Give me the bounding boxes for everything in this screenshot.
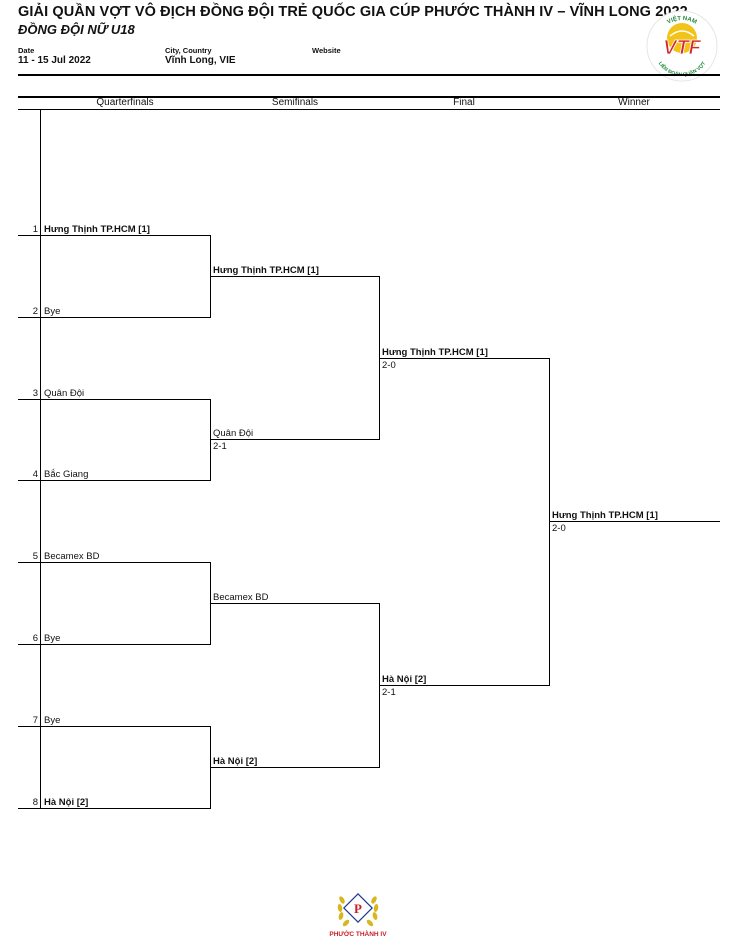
round-quarterfinals: Quarterfinals	[96, 97, 154, 108]
final-line-1	[379, 358, 549, 359]
location-value: Vĩnh Long, VIE	[165, 55, 236, 66]
round-winner: Winner	[618, 97, 650, 108]
qf-seed-8: 8	[32, 797, 38, 808]
round-header-top-rule	[18, 96, 720, 98]
logo-arc-text: VIỆT NAM	[666, 15, 697, 26]
qf-line-4	[18, 480, 210, 481]
draw-left-border	[40, 110, 41, 809]
qf-seed-3: 3	[32, 388, 38, 399]
final-score-2: 2-1	[382, 687, 396, 698]
sf-team-1: Hưng Thịnh TP.HCM [1]	[213, 265, 319, 276]
winner-line	[549, 521, 720, 522]
sf-line-2	[210, 439, 380, 440]
date-value: 11 - 15 Jul 2022	[18, 55, 91, 66]
website-label: Website	[312, 46, 341, 55]
qf-team-2: Bye	[44, 306, 61, 317]
qf-line-8	[18, 808, 210, 809]
qf-team-5: Becamex BD	[44, 551, 100, 562]
round-semifinals: Semifinals	[271, 97, 319, 108]
qf-seed-4: 4	[32, 469, 38, 480]
sf-line-3	[210, 603, 380, 604]
header-divider	[18, 74, 720, 76]
qf-connector-2	[210, 399, 211, 481]
qf-line-1	[18, 235, 210, 236]
final-line-2	[379, 685, 549, 686]
qf-team-1: Hưng Thịnh TP.HCM [1]	[44, 224, 150, 235]
qf-team-8: Hà Nội [2]	[44, 797, 89, 808]
qf-seed-1: 1	[32, 224, 38, 235]
logo-text: VTF	[663, 37, 702, 59]
round-header-bottom-rule	[18, 109, 720, 110]
sf-team-4: Hà Nội [2]	[213, 756, 258, 767]
qf-team-6: Bye	[44, 633, 61, 644]
qf-line-7	[18, 726, 210, 727]
final-team-2: Hà Nội [2]	[382, 674, 427, 685]
sf-score-2: 2-1	[213, 441, 227, 452]
qf-line-5	[18, 562, 210, 563]
final-team-1: Hưng Thịnh TP.HCM [1]	[382, 347, 488, 358]
sponsor-initial: P	[354, 901, 362, 916]
qf-seed-5: 5	[32, 551, 38, 562]
qf-seed-6: 6	[32, 633, 38, 644]
event-subtitle: ĐỒNG ĐỘI NỮ U18	[18, 22, 135, 37]
qf-seed-7: 7	[32, 715, 38, 726]
round-final: Final	[453, 97, 475, 108]
qf-line-3	[18, 399, 210, 400]
qf-line-2	[18, 317, 210, 318]
tournament-title: GIẢI QUẦN VỢT VÔ ĐỊCH ĐỒNG ĐỘI TRẺ QUỐC …	[18, 4, 688, 20]
winner-score: 2-0	[552, 523, 566, 534]
sf-team-3: Becamex BD	[213, 592, 269, 603]
sponsor-name: PHƯỚC THÀNH IV	[329, 929, 387, 938]
svg-text:VIỆT NAM: VIỆT NAM	[666, 15, 697, 26]
winner-team: Hưng Thịnh TP.HCM [1]	[552, 510, 658, 521]
sf-team-2: Quân Đội	[213, 428, 254, 439]
qf-team-7: Bye	[44, 715, 61, 726]
qf-line-6	[18, 644, 210, 645]
final-score-1: 2-0	[382, 360, 396, 371]
qf-team-4: Bắc Giang	[44, 469, 89, 480]
sf-line-1	[210, 276, 380, 277]
date-label: Date	[18, 46, 35, 55]
vtf-logo: VIỆT NAM VTF LIÊN ĐOÀN QUẦN VỢT	[646, 10, 718, 82]
final-connector	[549, 358, 550, 686]
qf-team-3: Quân Đội	[44, 388, 85, 399]
qf-seed-2: 2	[32, 306, 38, 317]
location-label: City, Country	[165, 46, 212, 55]
sponsor-logo: P PHƯỚC THÀNH IV	[329, 893, 387, 938]
sf-line-4	[210, 767, 380, 768]
